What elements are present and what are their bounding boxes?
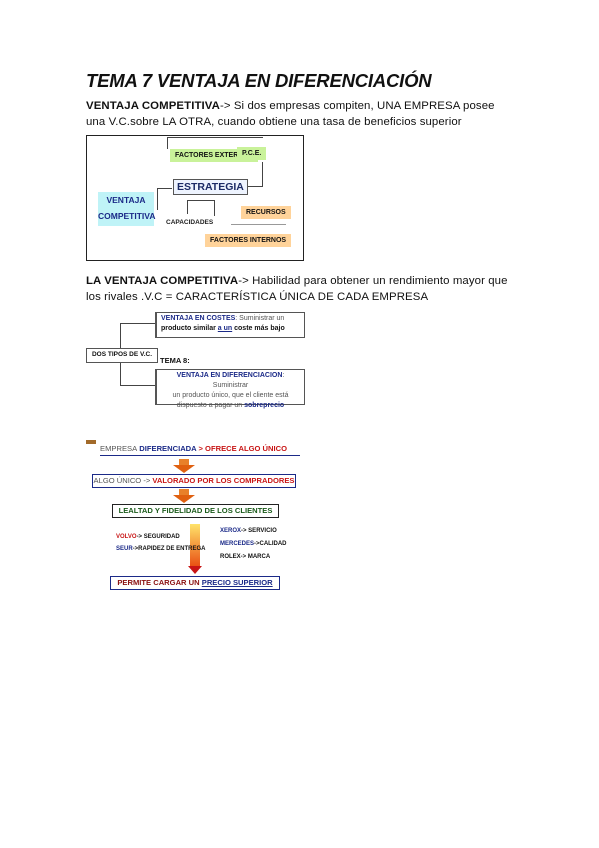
brown-marker bbox=[86, 440, 96, 444]
connector bbox=[231, 224, 286, 225]
dif-text: dispuesto a pagar un bbox=[176, 402, 243, 409]
costes-text: a un bbox=[217, 325, 233, 332]
connector bbox=[187, 200, 188, 214]
connector bbox=[167, 137, 168, 149]
seur-item: SEUR->RAPIDEZ DE ENTREGA bbox=[116, 546, 206, 552]
xerox-item: XEROX-> SERVICIO bbox=[220, 528, 277, 534]
paragraph-la-ventaja: LA VENTAJA COMPETITIVA-> Habilidad para … bbox=[86, 274, 516, 305]
brand: MERCEDES bbox=[220, 541, 255, 547]
connector bbox=[262, 162, 263, 186]
connector bbox=[157, 188, 158, 210]
arrow-down-icon bbox=[188, 566, 202, 574]
connector bbox=[120, 323, 155, 324]
brand: VOLVO bbox=[116, 534, 137, 540]
costes-title: VENTAJA EN COSTES bbox=[161, 315, 236, 322]
brand-value: -> MARCA bbox=[240, 554, 271, 560]
paragraph-ventaja-competitiva: VENTAJA COMPETITIVA-> Si dos empresas co… bbox=[86, 99, 516, 130]
row-text: > OFRECE ALGO ÚNICO bbox=[198, 444, 288, 453]
connector bbox=[187, 200, 214, 201]
connector bbox=[157, 188, 172, 189]
brand-value: -> SERVICIO bbox=[241, 528, 277, 534]
term-ventaja-competitiva: VENTAJA COMPETITIVA bbox=[86, 100, 220, 112]
lealtad-row: LEALTAD Y FIDELIDAD DE LOS CLIENTES bbox=[112, 504, 279, 518]
dos-tipos-box: DOS TIPOS DE V.C. bbox=[86, 348, 158, 363]
brand-value: -> SEGURIDAD bbox=[136, 534, 180, 540]
arrow-down-icon bbox=[173, 465, 195, 473]
strategy-diagram bbox=[86, 135, 304, 261]
ventaja-diferenciacion-box: VENTAJA EN DIFERENCIACION: Suministrar u… bbox=[155, 369, 305, 409]
term-la-ventaja-competitiva: LA VENTAJA COMPETITIVA bbox=[86, 275, 239, 287]
row-text: EMPRESA bbox=[100, 444, 138, 453]
ventaja-competitiva-box: VENTAJA COMPETITIVA bbox=[98, 192, 156, 226]
volvo-item: VOLVO-> SEGURIDAD bbox=[116, 534, 180, 540]
brand-value: ->RAPIDEZ DE ENTREGA bbox=[132, 546, 206, 552]
rolex-item: ROLEX-> MARCA bbox=[220, 554, 270, 560]
precio-superior-row: PERMITE CARGAR UN PRECIO SUPERIOR bbox=[110, 576, 280, 590]
ventaja-label: VENTAJA bbox=[106, 195, 146, 205]
factores-externos-box: FACTORES EXTERNOS bbox=[170, 149, 259, 162]
ventaja-costes-box: VENTAJA EN COSTES: Suministrar un produc… bbox=[155, 312, 305, 338]
pce-box: P.C.E. bbox=[237, 147, 267, 160]
row-text: DIFERENCIADA bbox=[139, 444, 197, 453]
dif-text: un producto único, que el cliente está bbox=[172, 392, 289, 399]
row-text: VALORADO POR LOS COMPRADORES bbox=[152, 476, 295, 485]
arrow-shaft bbox=[179, 489, 189, 495]
empresa-diferenciada-row: EMPRESA DIFERENCIADA > OFRECE ALGO ÚNICO bbox=[100, 443, 300, 456]
dif-title: VENTAJA EN DIFERENCIACION bbox=[176, 372, 283, 379]
costes-text: coste más bajo bbox=[234, 325, 285, 332]
dif-text: : Suministrar bbox=[212, 372, 285, 389]
connector bbox=[167, 137, 263, 138]
page-title: TEMA 7 VENTAJA EN DIFERENCIACIÓN bbox=[86, 70, 432, 91]
costes-text: producto similar bbox=[161, 325, 216, 332]
connector bbox=[233, 186, 263, 187]
gradient-arrow-shaft bbox=[190, 524, 200, 568]
estrategia-box: ESTRATEGIA bbox=[173, 179, 248, 195]
tema8-label: TEMA 8: bbox=[160, 356, 190, 365]
arrow-shaft bbox=[179, 459, 189, 465]
connector bbox=[120, 385, 155, 386]
row-text: PRECIO SUPERIOR bbox=[201, 578, 273, 587]
factores-internos-box: FACTORES INTERNOS bbox=[205, 234, 292, 247]
algo-unico-row: ALGO ÚNICO -> VALORADO POR LOS COMPRADOR… bbox=[92, 474, 296, 488]
definition-text: -> Si dos empresas compiten, UNA EMPRESA… bbox=[86, 100, 495, 128]
dif-text: sobreprecio bbox=[244, 402, 285, 409]
definition-text: -> Habilidad para obtener un rendimiento… bbox=[86, 275, 508, 303]
connector bbox=[214, 200, 215, 216]
arrow-down-icon bbox=[173, 495, 195, 503]
brand: ROLEX bbox=[220, 554, 241, 560]
mercedes-item: MERCEDES->CALIDAD bbox=[220, 541, 287, 547]
brand: SEUR bbox=[116, 546, 133, 552]
row-text: PERMITE CARGAR UN bbox=[117, 578, 200, 587]
costes-text: : Suministrar un bbox=[235, 315, 285, 322]
competitiva-label: COMPETITIVA bbox=[98, 211, 156, 221]
recursos-box: RECURSOS bbox=[241, 206, 291, 219]
capacidades-label: CAPACIDADES bbox=[166, 219, 214, 226]
row-text: ALGO ÚNICO -> bbox=[93, 476, 151, 485]
brand: XEROX bbox=[220, 528, 242, 534]
brand-value: ->CALIDAD bbox=[254, 541, 287, 547]
